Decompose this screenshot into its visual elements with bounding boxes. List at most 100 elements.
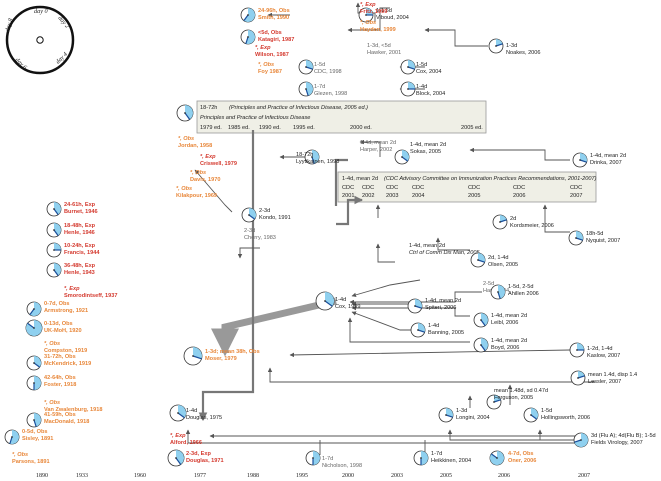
incubation-dial-icon: [400, 81, 416, 97]
cdc-title-note: (CDC Advisory Committee on Immunization …: [384, 176, 597, 182]
incubation-dial-icon: [523, 407, 539, 423]
node-value: 1-3d: [456, 408, 467, 414]
node-citation: Noakes, 2006: [506, 50, 541, 56]
node-citation: Francis, 1944: [64, 250, 100, 256]
node-value: *, Obs: [44, 341, 60, 347]
node-value: *, Exp: [64, 286, 80, 292]
ppid-subtitle: Principles and Practice of Infectious Di…: [200, 115, 310, 121]
node-value: 2d, 1-4d: [488, 255, 509, 261]
ppid-box: 18-72h (Principles and Practice of Infec…: [196, 100, 487, 134]
node-citation: Viboud, 2004: [376, 15, 409, 21]
node-value: 1-4d, mean 2d: [409, 243, 445, 249]
node-citation: Sokas, 2005: [410, 149, 441, 155]
node-citation: Lessler, 2007: [588, 379, 621, 385]
node-citation: Hollingsworth, 2006: [541, 415, 590, 421]
axis-year: 1995: [296, 473, 308, 479]
node-citation: Cox, 2004: [416, 69, 442, 75]
incubation-dial-icon: [304, 149, 320, 165]
incubation-dial-icon: [26, 301, 42, 317]
node-citation: Hawker, 2001: [367, 50, 401, 56]
incubation-dial-icon: [572, 152, 588, 168]
node-value: 1-4d, mean 2d: [360, 140, 396, 146]
cdc-col-year: 2004: [412, 193, 424, 199]
incubation-dial-icon: [26, 375, 42, 391]
incubation-dial-icon: [407, 298, 423, 314]
node-value: 1-7d: [431, 451, 442, 457]
node-value: *, Obs: [12, 452, 28, 458]
node-value: 1-5d: [541, 408, 552, 414]
node-citation: UK-MoH, 1920: [44, 328, 82, 334]
node-value: 1-4d, mean 2d: [410, 142, 446, 148]
node-citation: Parsons, 1891: [12, 459, 50, 465]
node-citation: Ahillen 2006: [508, 291, 539, 297]
cdc-col-label: CDC: [570, 185, 582, 191]
node-value: *, Exp: [200, 154, 216, 160]
node-citation: Smith, 1990: [258, 15, 289, 21]
node-citation: Kilakpour, 1969: [176, 193, 217, 199]
node-citation: Banning, 2005: [428, 330, 464, 336]
node-value: 2d: [510, 216, 516, 222]
node-value: <5d, Obs: [258, 30, 282, 36]
node-citation: Hayden, 1999: [360, 27, 396, 33]
node-citation: Foster, 1918: [44, 382, 76, 388]
incubation-dial-icon: [438, 407, 454, 423]
axis-year: 1933: [76, 473, 88, 479]
incubation-dial-icon: [490, 284, 506, 300]
incubation-dial-icon: [394, 149, 410, 165]
ppid-edition: 1979 ed.: [200, 125, 222, 131]
node-value: 1-1.5d: [376, 8, 392, 14]
incubation-dial-icon: [400, 59, 416, 75]
dial-label-day2: day 2: [56, 15, 70, 30]
node-value: *, Obs: [44, 400, 60, 406]
node-value: 24-61h, Exp: [64, 202, 96, 208]
cdc-col-label: CDC: [513, 185, 525, 191]
node-value: 1-3d, <5d: [367, 43, 391, 49]
node-value: 1-2d, 1-4d: [587, 346, 613, 352]
node-value: mean 1.4d, disp 1.4: [588, 372, 637, 378]
node-citation: Katagiri, 1987: [258, 37, 294, 43]
incubation-dial-icon: [46, 262, 62, 278]
ppid-edition: 1985 ed.: [228, 125, 250, 131]
node-value: 1-4d, mean 2d: [425, 298, 461, 304]
node-value: *, Obs: [178, 136, 194, 142]
axis-year: 2003: [391, 473, 403, 479]
node-value: 1-5d, 2-5d: [508, 284, 534, 290]
node-citation: Cherry, 1983: [244, 235, 276, 241]
node-citation: Glezen, 1998: [314, 91, 347, 97]
incubation-dial-icon: [486, 394, 502, 410]
node-value: 10-24h, Exp: [64, 243, 96, 249]
node-citation: Oner, 2006: [508, 458, 536, 464]
node-value: 36-48h, Exp: [64, 263, 96, 269]
node-value: 42-64h, Obs: [44, 375, 76, 381]
axis-year: 2005: [440, 473, 452, 479]
node-value: 3d (Flu A); 4d(Flu B); 1-5d: [591, 433, 656, 439]
incubation-dial-icon: [473, 337, 489, 353]
node-citation: Fritz, 1999: [360, 9, 387, 15]
incubation-dial-icon: [315, 291, 335, 311]
incubation-dial-icon: [413, 450, 429, 466]
cdc-col-year: 2005: [468, 193, 480, 199]
node-value: 2-3d, Exp: [186, 451, 211, 457]
node-citation: MacDonald, 1918: [44, 419, 89, 425]
node-citation: Jordan, 1958: [178, 143, 212, 149]
node-citation: Douglas, 1975: [186, 415, 222, 421]
